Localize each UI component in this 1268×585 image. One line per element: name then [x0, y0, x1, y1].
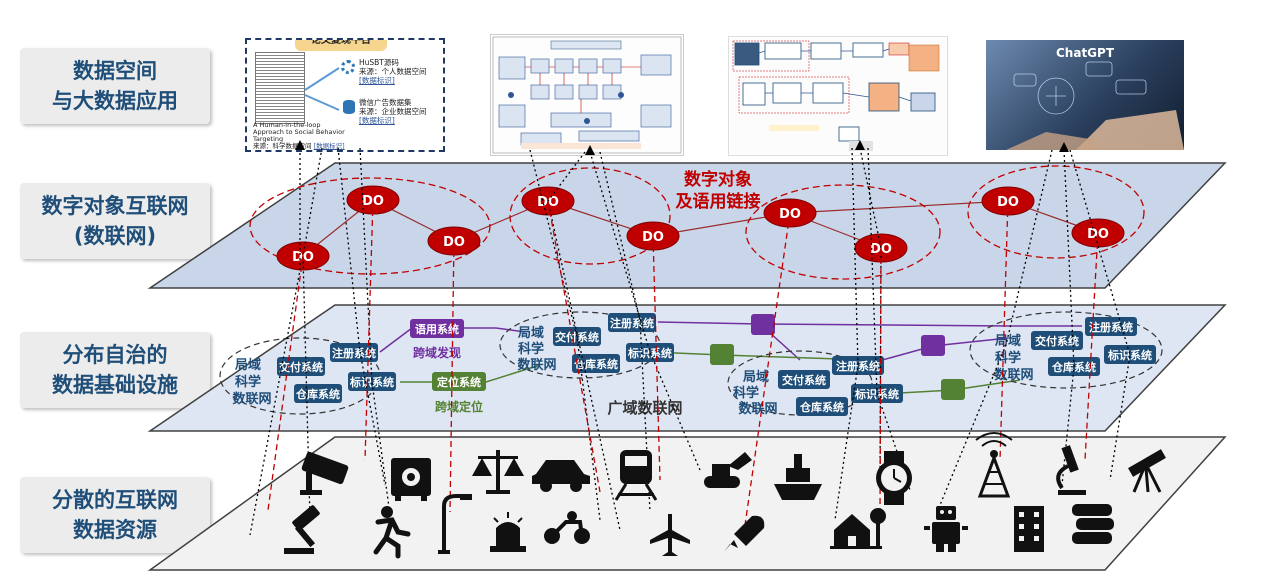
chatgpt-image: ChatGPT: [986, 40, 1184, 150]
tower-icon: [975, 432, 1013, 498]
layer-label-data-infrastructure: 分布自治的 数据基础设施: [20, 332, 210, 408]
svg-text:标识系统: 标识系统: [854, 387, 899, 401]
layer-label-data-space: 数据空间 与大数据应用: [20, 48, 210, 124]
rocket-icon: [724, 515, 765, 552]
camera-icon: [300, 451, 349, 495]
local-science-net-label: 局域 科学 数联网: [733, 369, 778, 417]
locating-system-box: 定位系统: [432, 372, 486, 391]
register-system-box: 注册系统: [608, 313, 656, 332]
svg-text:局域: 局域: [518, 325, 544, 341]
svg-text:注册系统: 注册系统: [836, 359, 880, 373]
register-system-box: 注册系统: [832, 356, 884, 375]
runner-icon: [373, 506, 411, 559]
building-icon: [1014, 506, 1044, 552]
svg-text:注册系统: 注册系统: [332, 346, 376, 360]
delivery-system-box: 交付系统: [1031, 331, 1083, 350]
watch-icon: [876, 451, 912, 505]
process-flow-thumbnail: [728, 36, 948, 156]
svg-text:数联网: 数联网: [738, 401, 777, 417]
local-science-net-label: 局域 科学 数联网: [232, 357, 271, 407]
alarm-icon: [490, 512, 526, 552]
excavator-icon: [704, 452, 752, 488]
layer-label-internet-resources: 分散的互联网 数据资源: [20, 477, 210, 553]
local-science-net-label: 局域 科学 数联网: [517, 325, 556, 373]
delivery-system-box: 交付系统: [553, 327, 601, 346]
streetlight-icon: [438, 494, 472, 554]
robot-icon: [924, 506, 968, 552]
locating-link-node: [710, 344, 734, 365]
chatgpt-label: ChatGPT: [1056, 46, 1115, 60]
svg-text:交付系统: 交付系统: [279, 360, 323, 374]
local-science-net-label: 局域 科学 数联网: [994, 333, 1033, 383]
svg-text:交付系统: 交付系统: [1035, 334, 1079, 348]
svg-text:局域: 局域: [235, 357, 261, 373]
car-icon: [532, 460, 590, 492]
warehouse-system-box: 仓库系统: [796, 397, 848, 416]
svg-text:定位系统: 定位系统: [437, 375, 481, 389]
layer-label-do-internet: 数字对象互联网 (数联网): [20, 183, 210, 259]
industrial-system-thumbnail: [490, 34, 684, 156]
cross-domain-discovery-label: 跨域发现: [413, 345, 461, 360]
svg-text:数联网: 数联网: [994, 367, 1033, 383]
svg-text:标识系统: 标识系统: [627, 346, 672, 360]
gear-icon: [341, 60, 355, 74]
safe-icon: [391, 458, 431, 501]
svg-text:科学: 科学: [235, 374, 261, 390]
do-annotation-line1: 数字对象: [684, 169, 752, 190]
paper-page-thumbnail: [255, 52, 305, 124]
motorcycle-icon: [544, 511, 590, 544]
paper-reproduction-panel: 论文复现平台 A Human-in-the-loop Approach to S…: [245, 38, 445, 152]
svg-text:标识系统: 标识系统: [1107, 348, 1152, 362]
svg-text:数联网: 数联网: [232, 391, 271, 407]
svg-text:仓库系统: 仓库系统: [1051, 360, 1096, 374]
svg-text:局域: 局域: [995, 333, 1021, 349]
svg-text:标识系统: 标识系统: [349, 375, 394, 389]
telescope-icon: [1128, 449, 1166, 493]
pragmatic-system-box: 语用系统: [410, 319, 464, 338]
microscope-icon: [1056, 445, 1086, 495]
delivery-system-box: 交付系统: [778, 370, 830, 389]
locating-link-node: [941, 379, 965, 400]
svg-text:语用系统: 语用系统: [415, 322, 459, 336]
svg-text:交付系统: 交付系统: [782, 373, 826, 387]
house-icon: [830, 508, 886, 549]
ship-icon: [774, 454, 822, 500]
svg-text:科学: 科学: [995, 350, 1021, 366]
svg-text:交付系统: 交付系统: [555, 330, 599, 344]
paper-panel-title: 论文复现平台: [295, 40, 387, 51]
paper-item-1: HuSBT源码 来源：个人数据空间 [数据标识]: [359, 58, 427, 85]
do-annotation-line2: 及语用链接: [676, 191, 761, 212]
identifier-system-box: 标识系统: [1104, 345, 1156, 364]
register-system-box: 注册系统: [1085, 317, 1137, 336]
pragmatic-link-node: [921, 335, 945, 356]
train-icon: [614, 450, 658, 501]
svg-text:仓库系统: 仓库系统: [799, 400, 844, 414]
svg-text:科学: 科学: [518, 341, 544, 357]
svg-text:注册系统: 注册系统: [610, 316, 654, 330]
books-icon: [1072, 504, 1114, 544]
delivery-system-box: 交付系统: [277, 357, 325, 376]
svg-text:数联网: 数联网: [517, 357, 556, 373]
svg-text:局域: 局域: [743, 369, 769, 385]
cross-domain-locating-label: 跨域定位: [435, 399, 483, 414]
identifier-system-box: 标识系统: [626, 343, 674, 362]
identifier-system-box: 标识系统: [348, 372, 396, 391]
paper-caption: A Human-in-the-loop Approach to Social B…: [253, 121, 345, 150]
svg-text:注册系统: 注册系统: [1089, 320, 1133, 334]
pragmatic-link-node: [751, 314, 775, 335]
svg-text:科学: 科学: [733, 385, 759, 401]
do-internet-plane: [147, 162, 1227, 289]
paper-item-2: 微信广告数据集 来源：企业数据空间 [数据标识]: [359, 98, 427, 125]
register-system-box: 注册系统: [330, 343, 378, 362]
scales-icon: [472, 450, 524, 494]
airplane-icon: [650, 514, 690, 556]
gavel-icon: [284, 505, 320, 554]
database-icon: [343, 100, 355, 114]
